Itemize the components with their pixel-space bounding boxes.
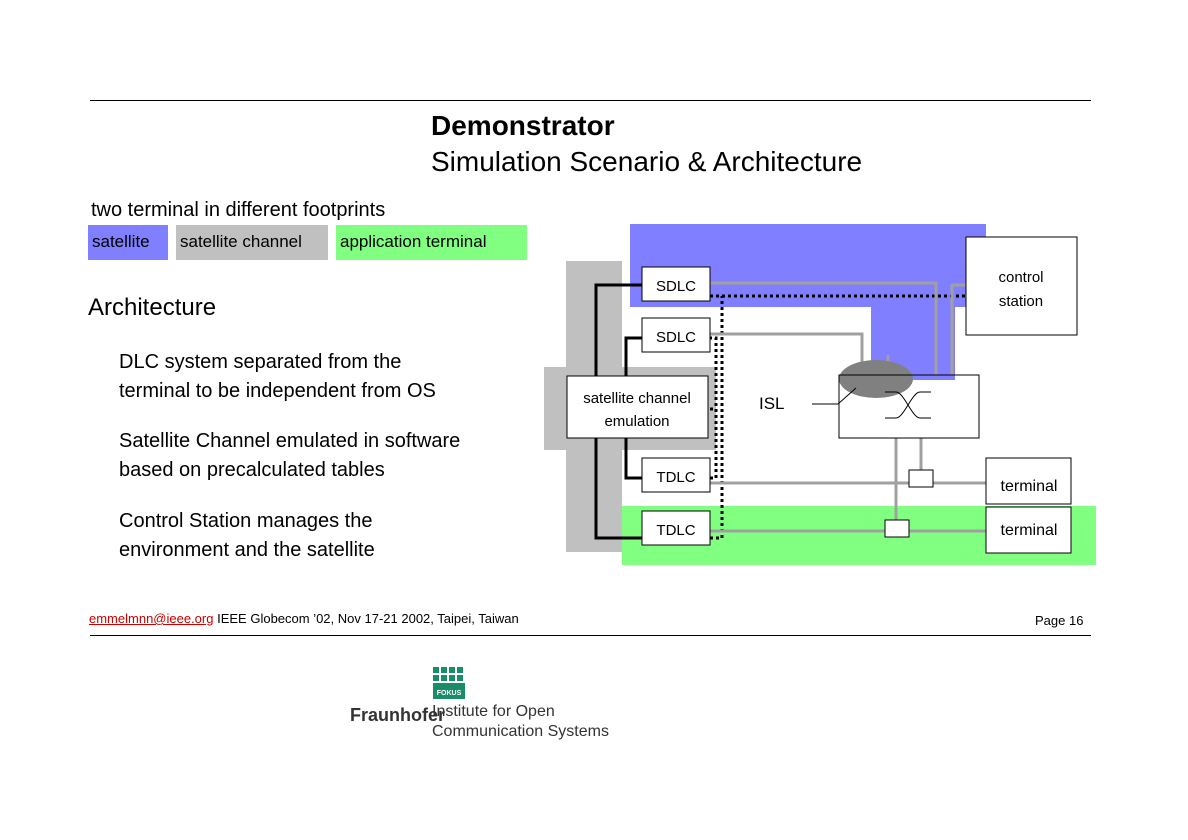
sdlc-label-2: SDLC bbox=[656, 329, 696, 346]
control-station-label-1: control bbox=[998, 269, 1043, 286]
tdlc-label-1: TDLC bbox=[656, 469, 695, 486]
sdlc-box-2 bbox=[641, 317, 711, 353]
bottom-rule bbox=[90, 635, 1091, 636]
arch-point-3-line-2: environment and the satellite bbox=[119, 539, 375, 561]
tdlc-box-2 bbox=[641, 510, 711, 546]
junction-2 bbox=[884, 519, 910, 538]
tdlc-box-1 bbox=[641, 457, 711, 493]
footer-citation: emmelmnn@ieee.org IEEE Globecom ’02, Nov… bbox=[89, 611, 519, 626]
author-email-link[interactable]: emmelmnn@ieee.org bbox=[89, 611, 214, 626]
tdlc-dotted-inner bbox=[710, 336, 718, 480]
sdlc-box-1 bbox=[641, 266, 711, 302]
arch-point-1: DLC system separated from the terminal t… bbox=[119, 348, 436, 406]
emulation-label-2: emulation bbox=[604, 413, 669, 430]
arch-point-3-line-1: Control Station manages the bbox=[119, 510, 373, 532]
control-wire bbox=[950, 283, 966, 375]
conference-text: IEEE Globecom ’02, Nov 17-21 2002, Taipe… bbox=[213, 611, 519, 626]
institute-line-1: Institute for Open bbox=[432, 703, 555, 720]
arch-point-2-line-2: based on precalculated tables bbox=[119, 459, 385, 481]
institute-line-2: Communication Systems bbox=[432, 723, 609, 740]
arch-point-1-line-2: terminal to be independent from OS bbox=[119, 380, 436, 402]
tdlc-dotted-outer bbox=[710, 296, 724, 540]
isl-label: ISL bbox=[759, 394, 785, 413]
emulation-label-1: satellite channel bbox=[583, 390, 691, 407]
legend-application-terminal: application terminal bbox=[336, 225, 527, 260]
legend-satellite: satellite bbox=[88, 225, 168, 260]
fokus-logo-icon: FOKUS bbox=[432, 666, 466, 700]
institute-name: Institute for Open Communication Systems bbox=[432, 702, 609, 742]
satellite-switch-box bbox=[838, 374, 980, 439]
terminal-box-2 bbox=[985, 506, 1072, 554]
top-rule bbox=[90, 100, 1091, 101]
tdlc-label-2: TDLC bbox=[656, 522, 695, 539]
fokus-badge-text: FOKUS bbox=[437, 690, 462, 697]
switch-symbol-b bbox=[885, 391, 931, 419]
sdlc1-wire bbox=[710, 281, 938, 375]
junction-1 bbox=[908, 469, 934, 488]
control-station-label-2: station bbox=[999, 293, 1043, 310]
control-station-box bbox=[965, 236, 1078, 336]
arch-point-3: Control Station manages the environment … bbox=[119, 507, 375, 565]
legend-satellite-channel: satellite channel bbox=[176, 225, 328, 260]
arch-point-2-line-1: Satellite Channel emulated in software bbox=[119, 430, 461, 452]
terminal-box-1 bbox=[985, 457, 1072, 505]
sdlc-label-1: SDLC bbox=[656, 278, 696, 295]
arch-point-1-line-1: DLC system separated from the bbox=[119, 351, 402, 373]
page-number: Page 16 bbox=[1035, 613, 1084, 628]
isl-ellipse bbox=[839, 360, 913, 398]
scenario-heading: two terminal in different footprints bbox=[91, 199, 386, 221]
terminal-label-1: terminal bbox=[1001, 478, 1058, 495]
isl-pointer-diag bbox=[837, 387, 857, 405]
arch-point-2: Satellite Channel emulated in software b… bbox=[119, 427, 460, 485]
fraunhofer-wordmark: Fraunhofer bbox=[350, 705, 446, 725]
terminal-label-2: terminal bbox=[1001, 522, 1058, 539]
architecture-heading: Architecture bbox=[88, 294, 217, 321]
slide-subtitle: Simulation Scenario & Architecture bbox=[431, 146, 863, 177]
emulation-box bbox=[566, 375, 709, 439]
slide-title: Demonstrator bbox=[431, 110, 615, 141]
